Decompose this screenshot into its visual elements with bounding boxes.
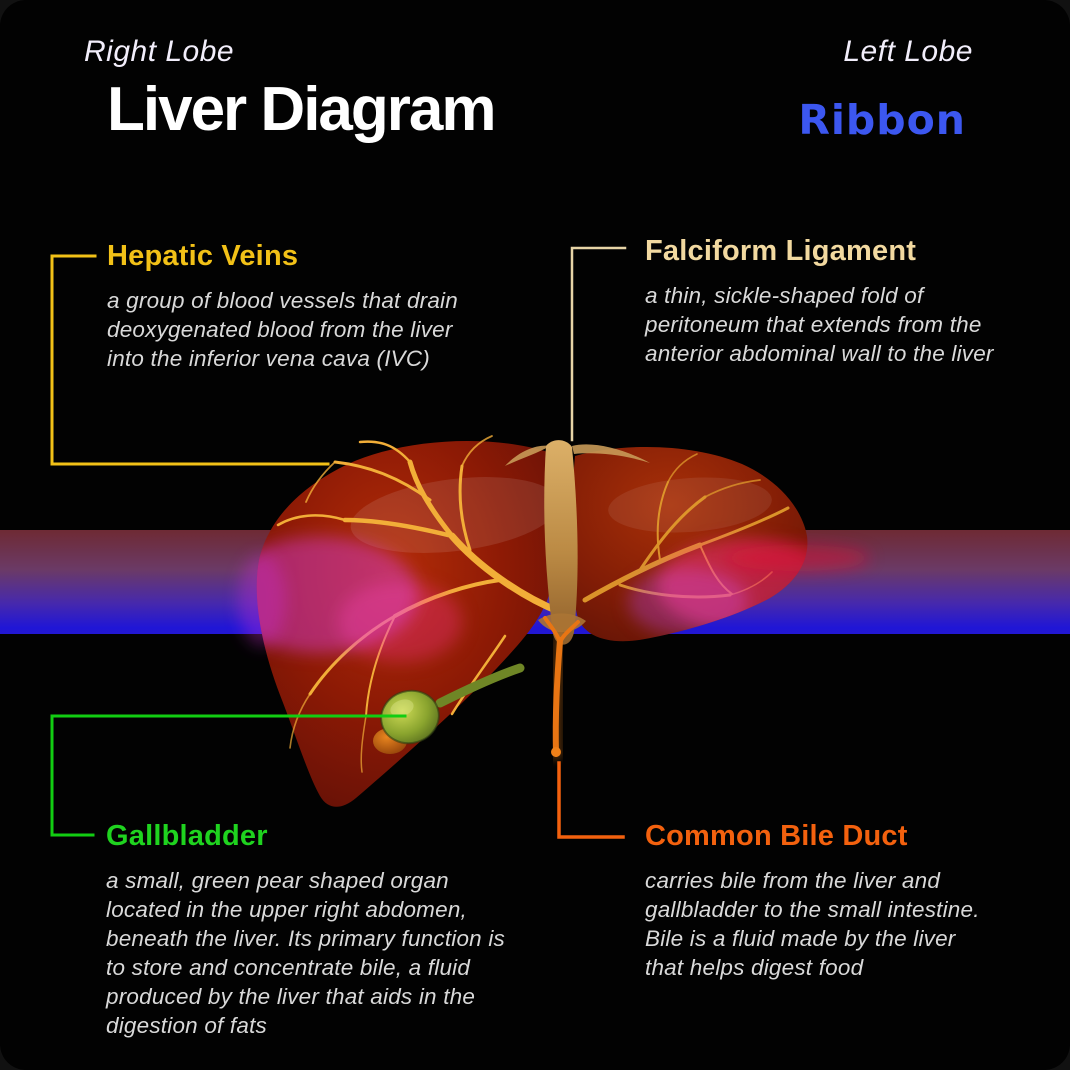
annotation-title: Hepatic Veins xyxy=(107,240,299,272)
annotation-common-bile-duct: Common Bile Duct carries bile from the l… xyxy=(645,820,985,982)
bile-duct-shape xyxy=(543,616,580,761)
annotation-description: carries bile from the liver and gallblad… xyxy=(645,868,980,980)
right-lobe-label: Right Lobe xyxy=(84,35,235,68)
annotation-title: Gallbladder xyxy=(106,820,268,852)
lobe-highlight xyxy=(350,477,560,553)
falciform-ligament-shape xyxy=(505,440,650,645)
annotation-falciform-ligament: Falciform Ligament a thin, sickle-shaped… xyxy=(645,235,1017,368)
gallbladder-callout-line xyxy=(50,714,407,837)
annotation-description: a thin, sickle-shaped fold of peritoneum… xyxy=(645,283,994,366)
lobe-highlight xyxy=(608,477,772,533)
annotation-gallbladder: Gallbladder a small, green pear shaped o… xyxy=(106,820,520,1040)
left-lobe-label: Left Lobe xyxy=(843,35,973,68)
gallbladder-shape xyxy=(373,663,525,754)
annotation-description: a small, green pear shaped organ located… xyxy=(106,868,505,1038)
band-glow-left xyxy=(238,554,286,646)
falciform-ligament-callout-line xyxy=(570,246,627,442)
common-bile-duct-callout-line xyxy=(557,761,625,839)
annotation-description: a group of blood vessels that drain deox… xyxy=(107,288,458,371)
band-glow-right xyxy=(726,545,870,571)
brand-logo: Ribbon xyxy=(798,96,966,144)
annotation-hepatic-veins: Hepatic Veins a group of blood vessels t… xyxy=(107,240,489,373)
annotation-title: Common Bile Duct xyxy=(645,820,908,852)
hepatic-veins-callout-line xyxy=(50,254,330,466)
page-title: Liver Diagram xyxy=(107,75,497,144)
annotation-title: Falciform Ligament xyxy=(645,235,917,267)
